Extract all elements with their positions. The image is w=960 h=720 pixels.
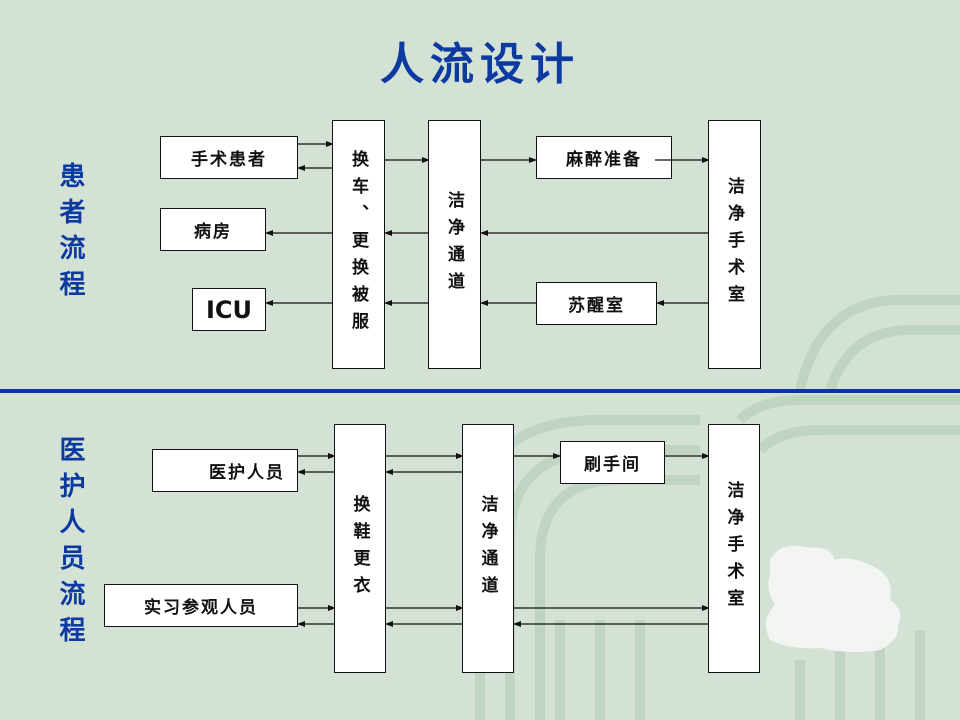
dragon-emblem-icon [766, 545, 901, 653]
box-interns-visitors: 实习参观人员 [104, 584, 298, 627]
box-clean-or-staff: 洁净手术室 [708, 424, 760, 673]
box-clean-corridor-patient: 洁净通道 [428, 120, 481, 369]
box-change-cart: 换车、更换被服 [332, 120, 385, 369]
box-recovery-room: 苏醒室 [536, 282, 657, 325]
box-scrub-room: 刷手间 [560, 441, 665, 484]
page-title: 人流设计 [380, 39, 580, 90]
box-surgery-patient: 手术患者 [160, 136, 298, 179]
section-divider [0, 389, 960, 393]
box-clean-corridor-staff: 洁净通道 [462, 424, 514, 673]
section-label-patient: 患者流程 [55, 162, 85, 306]
box-anesthesia-prep: 麻醉准备 [536, 136, 672, 179]
box-clean-or-patient: 洁净手术室 [708, 120, 761, 369]
box-medical-staff: 医护人员 [152, 449, 298, 492]
section-label-staff: 医护人员流程 [55, 436, 85, 652]
box-icu: ICU [192, 288, 266, 331]
box-ward: 病房 [160, 208, 266, 251]
box-change-shoes-clothes: 换鞋更衣 [334, 424, 386, 673]
